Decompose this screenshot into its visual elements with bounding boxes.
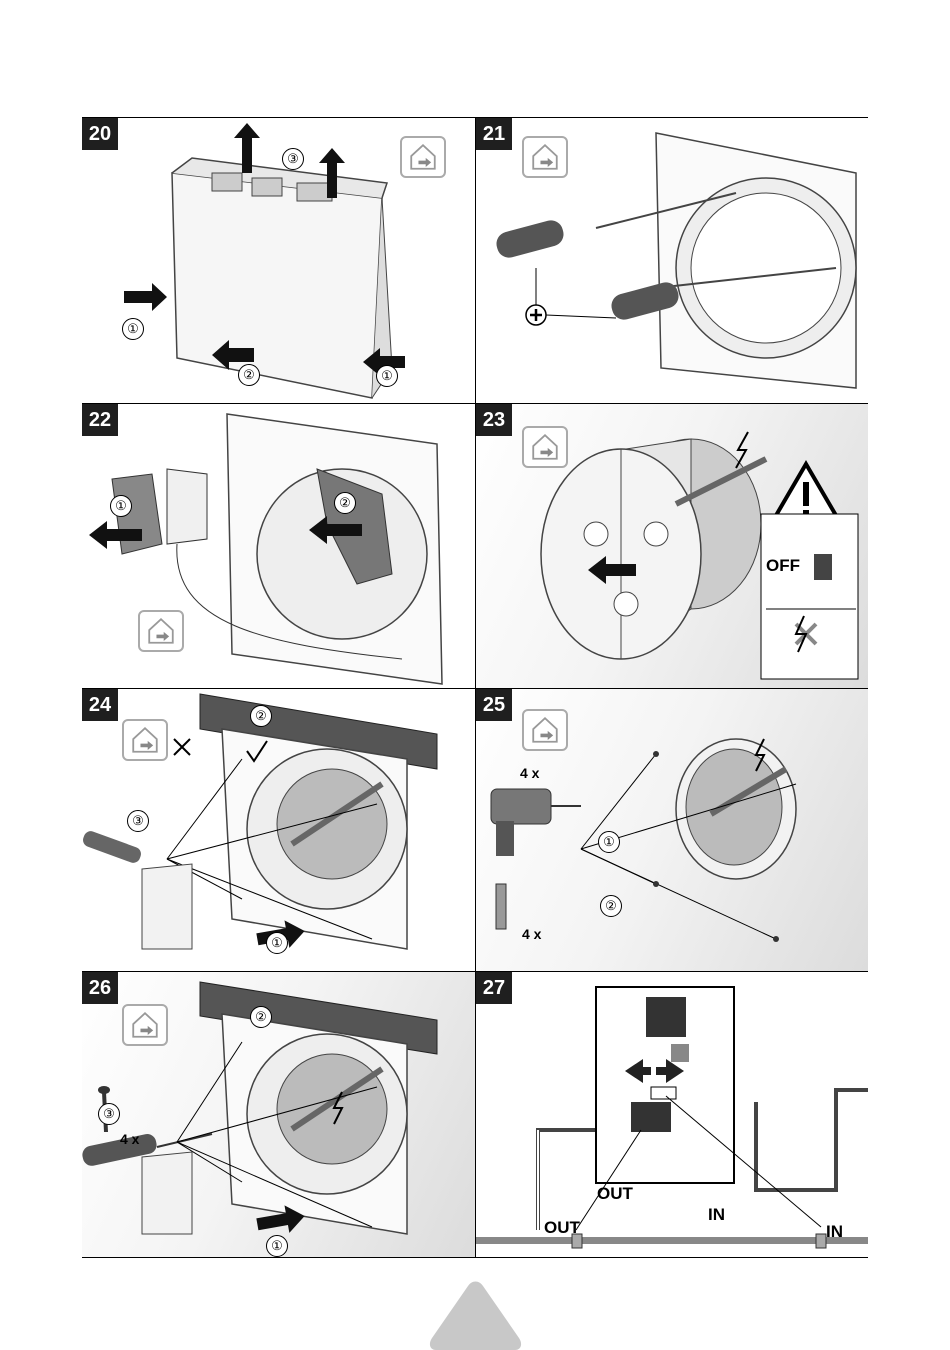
quantity-label: 4 x xyxy=(120,1131,139,1147)
marker-2: ② xyxy=(250,1006,272,1028)
step-number: 23 xyxy=(476,404,512,436)
in-label-top: IN xyxy=(708,1205,725,1225)
step-number: 22 xyxy=(82,404,118,436)
step-number: 27 xyxy=(476,972,512,1004)
marker-1: ① xyxy=(376,365,398,387)
step-number: 21 xyxy=(476,118,512,150)
marker-1: ① xyxy=(598,831,620,853)
step-panel-27: 27 OUT IN OUT IN xyxy=(476,972,868,1257)
step-number: 24 xyxy=(82,689,118,721)
marker-2: ② xyxy=(334,492,356,514)
marker-3: ③ xyxy=(98,1103,120,1125)
house-arrow-icon xyxy=(522,136,568,178)
marker-1: ① xyxy=(110,495,132,517)
house-arrow-icon xyxy=(122,719,168,761)
quantity-label: 4 x xyxy=(520,765,539,781)
instruction-grid: 20 ③ ① ② ① 21 xyxy=(82,117,868,1258)
step-panel-26: 26 4 x ② ③ ① xyxy=(82,972,476,1257)
triangle-up-icon[interactable] xyxy=(428,1278,523,1350)
marker-3: ③ xyxy=(282,148,304,170)
step-panel-25: 25 4 x 4 x ① ② xyxy=(476,689,868,972)
step-panel-22: 22 ① ② xyxy=(82,404,476,689)
step-panel-23: 23 OFF xyxy=(476,404,868,689)
quantity-label: 4 x xyxy=(522,926,541,942)
step-number: 26 xyxy=(82,972,118,1004)
switch-off-label: OFF xyxy=(766,556,800,576)
step-number: 20 xyxy=(82,118,118,150)
out-label-bottom: OUT xyxy=(544,1218,580,1238)
step-panel-24: 24 ② ③ ① xyxy=(82,689,476,972)
marker-1: ① xyxy=(266,1235,288,1257)
house-arrow-icon xyxy=(122,1004,168,1046)
marker-1: ① xyxy=(122,318,144,340)
marker-1: ① xyxy=(266,932,288,954)
house-arrow-icon xyxy=(400,136,446,178)
step-panel-21: 21 xyxy=(476,118,868,404)
marker-3: ③ xyxy=(127,810,149,832)
marker-2: ② xyxy=(238,364,260,386)
house-arrow-icon xyxy=(522,709,568,751)
marker-2: ② xyxy=(600,895,622,917)
out-label-top: OUT xyxy=(597,1184,633,1204)
wiring-illustration xyxy=(476,972,868,1257)
house-arrow-icon xyxy=(138,610,184,652)
arrow-icon xyxy=(124,283,167,311)
in-label-bottom: IN xyxy=(826,1222,843,1242)
step-panel-20: 20 ③ ① ② ① xyxy=(82,118,476,404)
marker-2: ② xyxy=(250,705,272,727)
house-arrow-icon xyxy=(522,426,568,468)
step-number: 25 xyxy=(476,689,512,721)
